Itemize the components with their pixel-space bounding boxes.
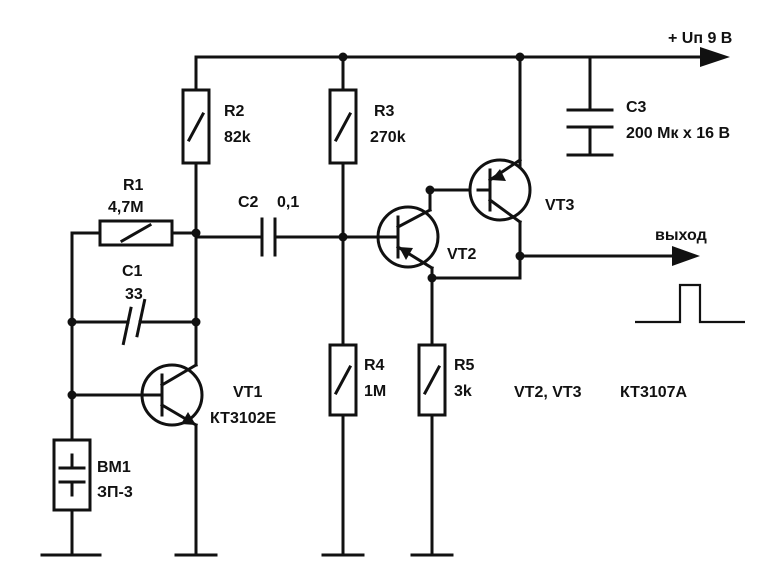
output-arrow-icon — [672, 246, 700, 266]
capacitor-c2 — [260, 217, 277, 257]
resistor-r3 — [328, 88, 358, 165]
c2-name: C2 — [238, 194, 259, 211]
r1-value: 4,7М — [108, 199, 144, 216]
note-type: КТ3107А — [620, 384, 688, 401]
c3-value: 200 Мк х 16 В — [626, 125, 730, 142]
c1-name: C1 — [122, 263, 143, 280]
note-parts: VT2, VT3 — [514, 384, 582, 401]
r4-value: 1M — [364, 383, 386, 400]
r2-name: R2 — [224, 103, 245, 120]
vt3-name: VT3 — [545, 197, 574, 214]
output-label: выход — [655, 227, 707, 244]
r2-value: 82k — [224, 129, 251, 146]
c1-value: 33 — [125, 286, 143, 303]
junction-dots — [67, 52, 525, 400]
resistor-r5 — [417, 343, 447, 417]
output-pulse-icon — [635, 283, 745, 324]
transistor-vt1 — [140, 362, 204, 428]
r3-value: 270k — [370, 129, 406, 146]
capacitor-c1 — [121, 298, 147, 346]
c3-name: C3 — [626, 99, 647, 116]
bm1-type: ЗП-3 — [97, 484, 133, 501]
r1-name: R1 — [123, 177, 144, 194]
transistor-vt3 — [468, 157, 532, 225]
vt1-type: КТ3102Е — [210, 410, 277, 427]
wires — [40, 55, 702, 557]
r5-name: R5 — [454, 357, 475, 374]
resistor-r1 — [98, 219, 174, 247]
r3-name: R3 — [374, 103, 395, 120]
capacitor-c3 — [566, 108, 614, 129]
resistor-r4 — [328, 343, 358, 417]
r5-value: 3k — [454, 383, 472, 400]
piezo-bm1 — [52, 438, 92, 512]
supply-arrow-icon — [700, 47, 730, 67]
resistor-r2 — [181, 88, 211, 165]
vt1-name: VT1 — [233, 384, 262, 401]
supply-label: + Uп 9 В — [668, 30, 732, 47]
c2-value: 0,1 — [277, 194, 299, 211]
bm1-name: ВМ1 — [97, 459, 131, 476]
r4-name: R4 — [364, 357, 385, 374]
vt2-name: VT2 — [447, 246, 476, 263]
transistor-vt2 — [376, 205, 440, 271]
